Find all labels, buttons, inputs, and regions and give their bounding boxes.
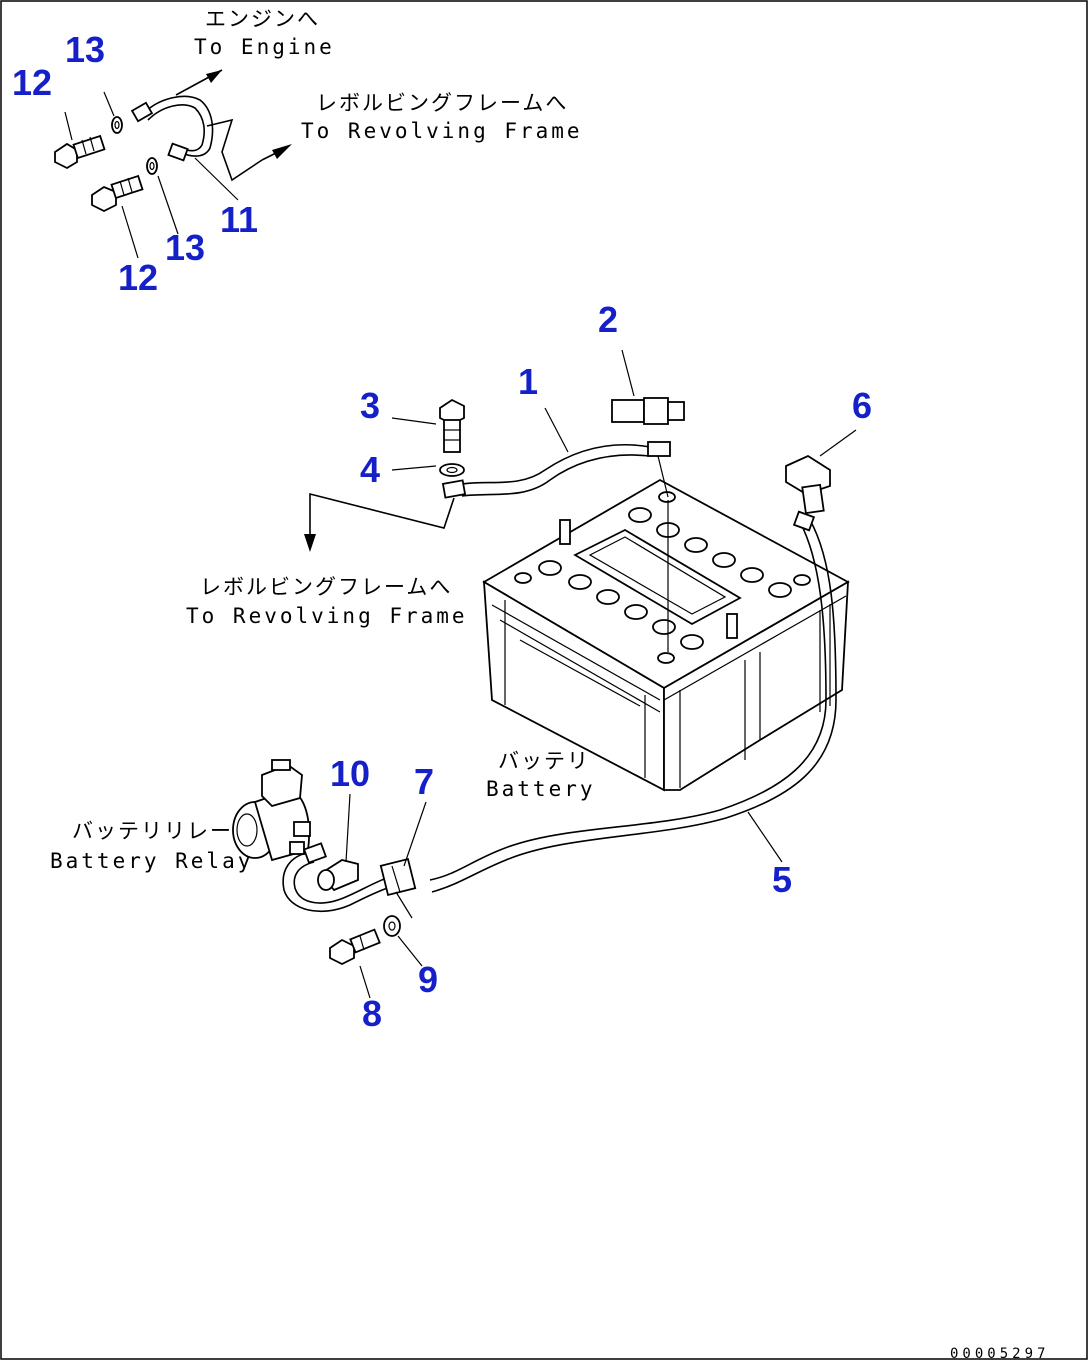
label-relay-jp: バッテリリレー	[72, 819, 233, 843]
callout-1: 1	[518, 361, 538, 402]
engine-ground-assembly	[54, 69, 292, 259]
bolt-upper	[54, 134, 106, 170]
label-relay-en: Battery Relay	[50, 849, 253, 873]
washer-lower	[146, 157, 158, 175]
cell-caps	[538, 507, 792, 650]
callout-5: 5	[772, 859, 792, 900]
ground-cable-11	[130, 95, 214, 162]
drawing-code: 00005297	[950, 1346, 1049, 1362]
callout-3: 3	[360, 385, 380, 426]
label-battery-en: Battery	[486, 777, 596, 801]
callout-12-lower: 12	[118, 257, 158, 298]
washer-upper	[111, 116, 123, 134]
callout-8: 8	[362, 993, 382, 1034]
relay-cable-assembly	[282, 793, 427, 999]
ground-cable-1	[304, 349, 685, 652]
callout-10: 10	[330, 753, 370, 794]
label-revolving-top-jp: レボルビングフレームへ	[316, 91, 568, 115]
callout-13-lower: 13	[165, 227, 205, 268]
callout-7: 7	[414, 761, 434, 802]
callout-4: 4	[360, 449, 380, 490]
label-revolving-mid-jp: レボルビングフレームへ	[200, 575, 452, 599]
label-battery-jp: バッテリ	[498, 749, 590, 773]
battery	[482, 478, 850, 792]
callout-2: 2	[598, 299, 618, 340]
callout-6: 6	[852, 385, 872, 426]
battery-cable-5	[429, 429, 857, 893]
bolt-lower	[91, 174, 144, 213]
callout-11: 11	[220, 199, 258, 240]
label-revolving-top-en: To Revolving Frame	[301, 119, 583, 143]
label-engine-jp: エンジンへ	[205, 7, 320, 31]
callout-9: 9	[418, 959, 438, 1000]
callout-12-upper: 12	[12, 62, 52, 103]
callout-13-upper: 13	[65, 29, 105, 70]
label-engine-en: To Engine	[194, 35, 335, 59]
battery-relay	[232, 759, 311, 862]
label-revolving-mid-en: To Revolving Frame	[186, 604, 468, 628]
